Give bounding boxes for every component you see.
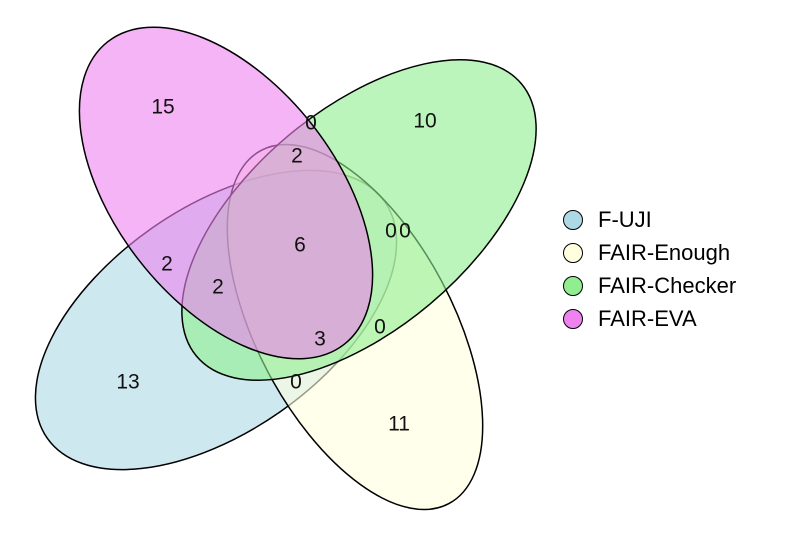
legend: F-UJI FAIR-Enough FAIR-Checker FAIR-EVA — [563, 203, 736, 335]
venn-sets — [34, 26, 537, 511]
legend-item-fuji: F-UJI — [563, 203, 736, 236]
legend-item-fair-enough: FAIR-Enough — [563, 236, 736, 269]
region-count-f-uji-fair-enough-fair-checker-fair-eva: 6 — [294, 234, 306, 257]
legend-label-fair-eva: FAIR-EVA — [598, 305, 697, 331]
region-count-fair-enough-fair-eva: 0 — [374, 316, 386, 339]
region-count-fair-enough-fair-checker-fair-eva: 2 — [291, 145, 303, 168]
legend-swatch-fair-eva — [563, 308, 583, 329]
legend-item-fair-eva: FAIR-EVA — [563, 302, 736, 335]
legend-swatch-fair-enough — [563, 242, 583, 263]
region-count-fair-eva-fair-checker: 0 — [305, 112, 317, 135]
legend-label-fair-enough: FAIR-Enough — [598, 239, 731, 265]
region-count-fair-enough: 11 — [388, 413, 410, 436]
region-count-f-uji-fair-enough-fair-checker: 0 — [399, 220, 411, 243]
region-count-f-uji: 13 — [116, 371, 139, 394]
region-count-fair-checker: 10 — [413, 110, 436, 133]
region-count-f-uji-fair-checker: 0 — [385, 220, 397, 243]
set-ellipse-fair-eva — [78, 26, 374, 360]
region-count-f-uji-fair-eva: 2 — [161, 253, 173, 276]
legend-swatch-fair-checker — [563, 275, 583, 296]
legend-label-fuji: F-UJI — [598, 206, 652, 232]
legend-swatch-fuji — [563, 209, 583, 230]
region-count-fair-eva: 15 — [151, 96, 174, 119]
legend-label-fair-checker: FAIR-Checker — [598, 272, 737, 298]
legend-item-fair-checker: FAIR-Checker — [563, 269, 736, 302]
region-count-f-uji-fair-enough: 0 — [290, 371, 302, 394]
region-count-f-uji-fair-enough-fair-eva: 3 — [314, 328, 326, 351]
region-count-f-uji-fair-checker-fair-eva: 2 — [212, 276, 224, 299]
